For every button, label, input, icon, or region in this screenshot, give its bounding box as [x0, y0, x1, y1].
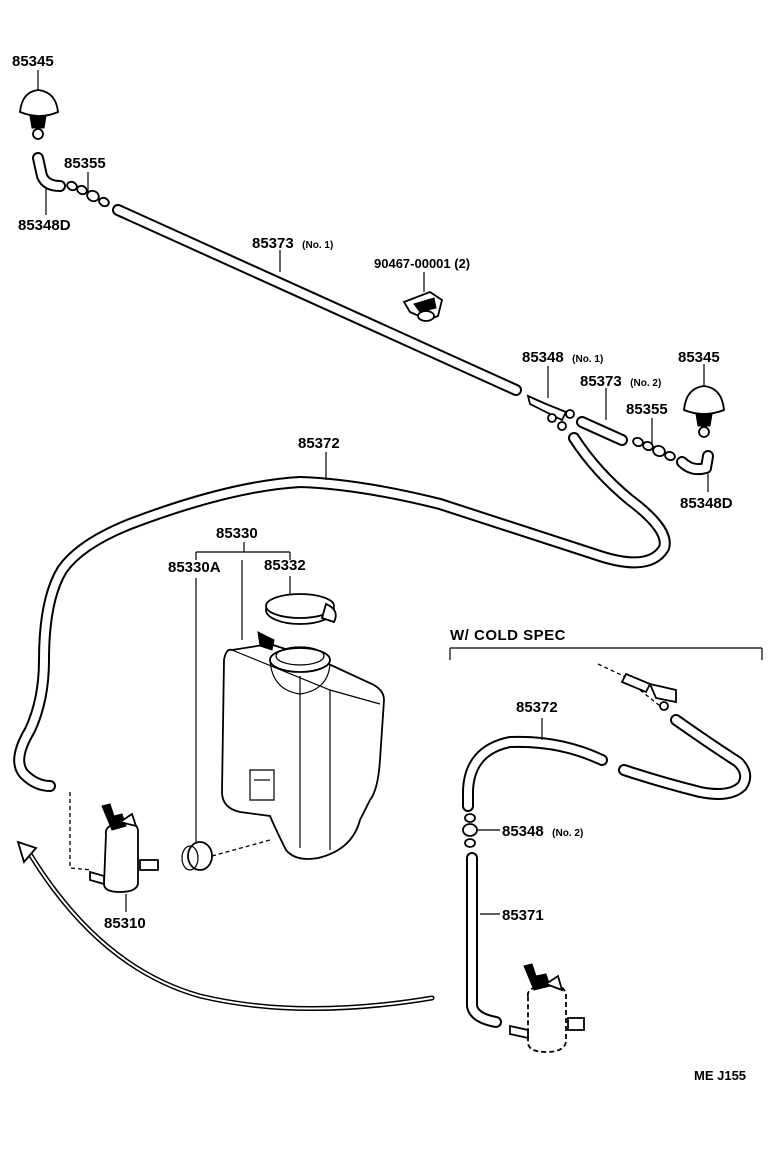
- cold-hose-2: [466, 852, 502, 1028]
- hose-short: [576, 388, 628, 446]
- cold-pump: [509, 963, 585, 1053]
- washer-pump: [69, 792, 159, 912]
- page-code: ME J155: [694, 1068, 746, 1083]
- cold-hose-right: [618, 714, 752, 800]
- label-joint-right: 85355: [626, 401, 668, 418]
- joint-left: [66, 172, 110, 208]
- cap: [265, 593, 337, 625]
- washer-tank: [221, 631, 385, 860]
- label-cold-hose-2: 85371: [502, 907, 544, 924]
- hose-main: [112, 204, 522, 396]
- label-hose-long: 85372: [298, 435, 340, 452]
- tjoint: [526, 366, 575, 431]
- cold-spec-header: W/ COLD SPEC: [450, 627, 566, 644]
- label-nozzle-left: 85345: [12, 53, 54, 70]
- label-cold-hose: 85372: [516, 699, 558, 716]
- label-hose-main: 85373 (No. 1): [252, 235, 333, 252]
- nozzle-left: [19, 70, 59, 140]
- label-tank-sub: 85330A: [168, 559, 221, 576]
- label-cap: 85332: [264, 557, 306, 574]
- hose-long: [13, 432, 671, 792]
- cold-spec-bracket: [449, 647, 763, 660]
- tank-bracket-lines: [195, 542, 291, 560]
- elbow-right: [676, 450, 714, 492]
- label-joint-left: 85355: [64, 155, 106, 172]
- label-pump: 85310: [104, 915, 146, 932]
- reference-arrow: [16, 840, 435, 1011]
- label-hose-short: 85373 (No. 2): [580, 373, 661, 390]
- cold-joint: [462, 813, 500, 848]
- label-nozzle-right: 85345: [678, 349, 720, 366]
- label-clip: 90467-00001 (2): [374, 256, 470, 271]
- cold-tjoint-top: [597, 663, 677, 711]
- grommet: [181, 839, 271, 871]
- label-tank-assy: 85330: [216, 525, 258, 542]
- joint-right: [632, 418, 676, 462]
- label-cold-joint: 85348 (No. 2): [502, 823, 583, 840]
- nozzle-right: [683, 364, 725, 438]
- clip: [402, 272, 444, 322]
- label-tjoint: 85348 (No. 1): [522, 349, 603, 366]
- elbow-left: [32, 152, 66, 215]
- label-elbow-right: 85348D: [680, 495, 733, 512]
- label-elbow-left: 85348D: [18, 217, 71, 234]
- cold-hose: [462, 718, 608, 812]
